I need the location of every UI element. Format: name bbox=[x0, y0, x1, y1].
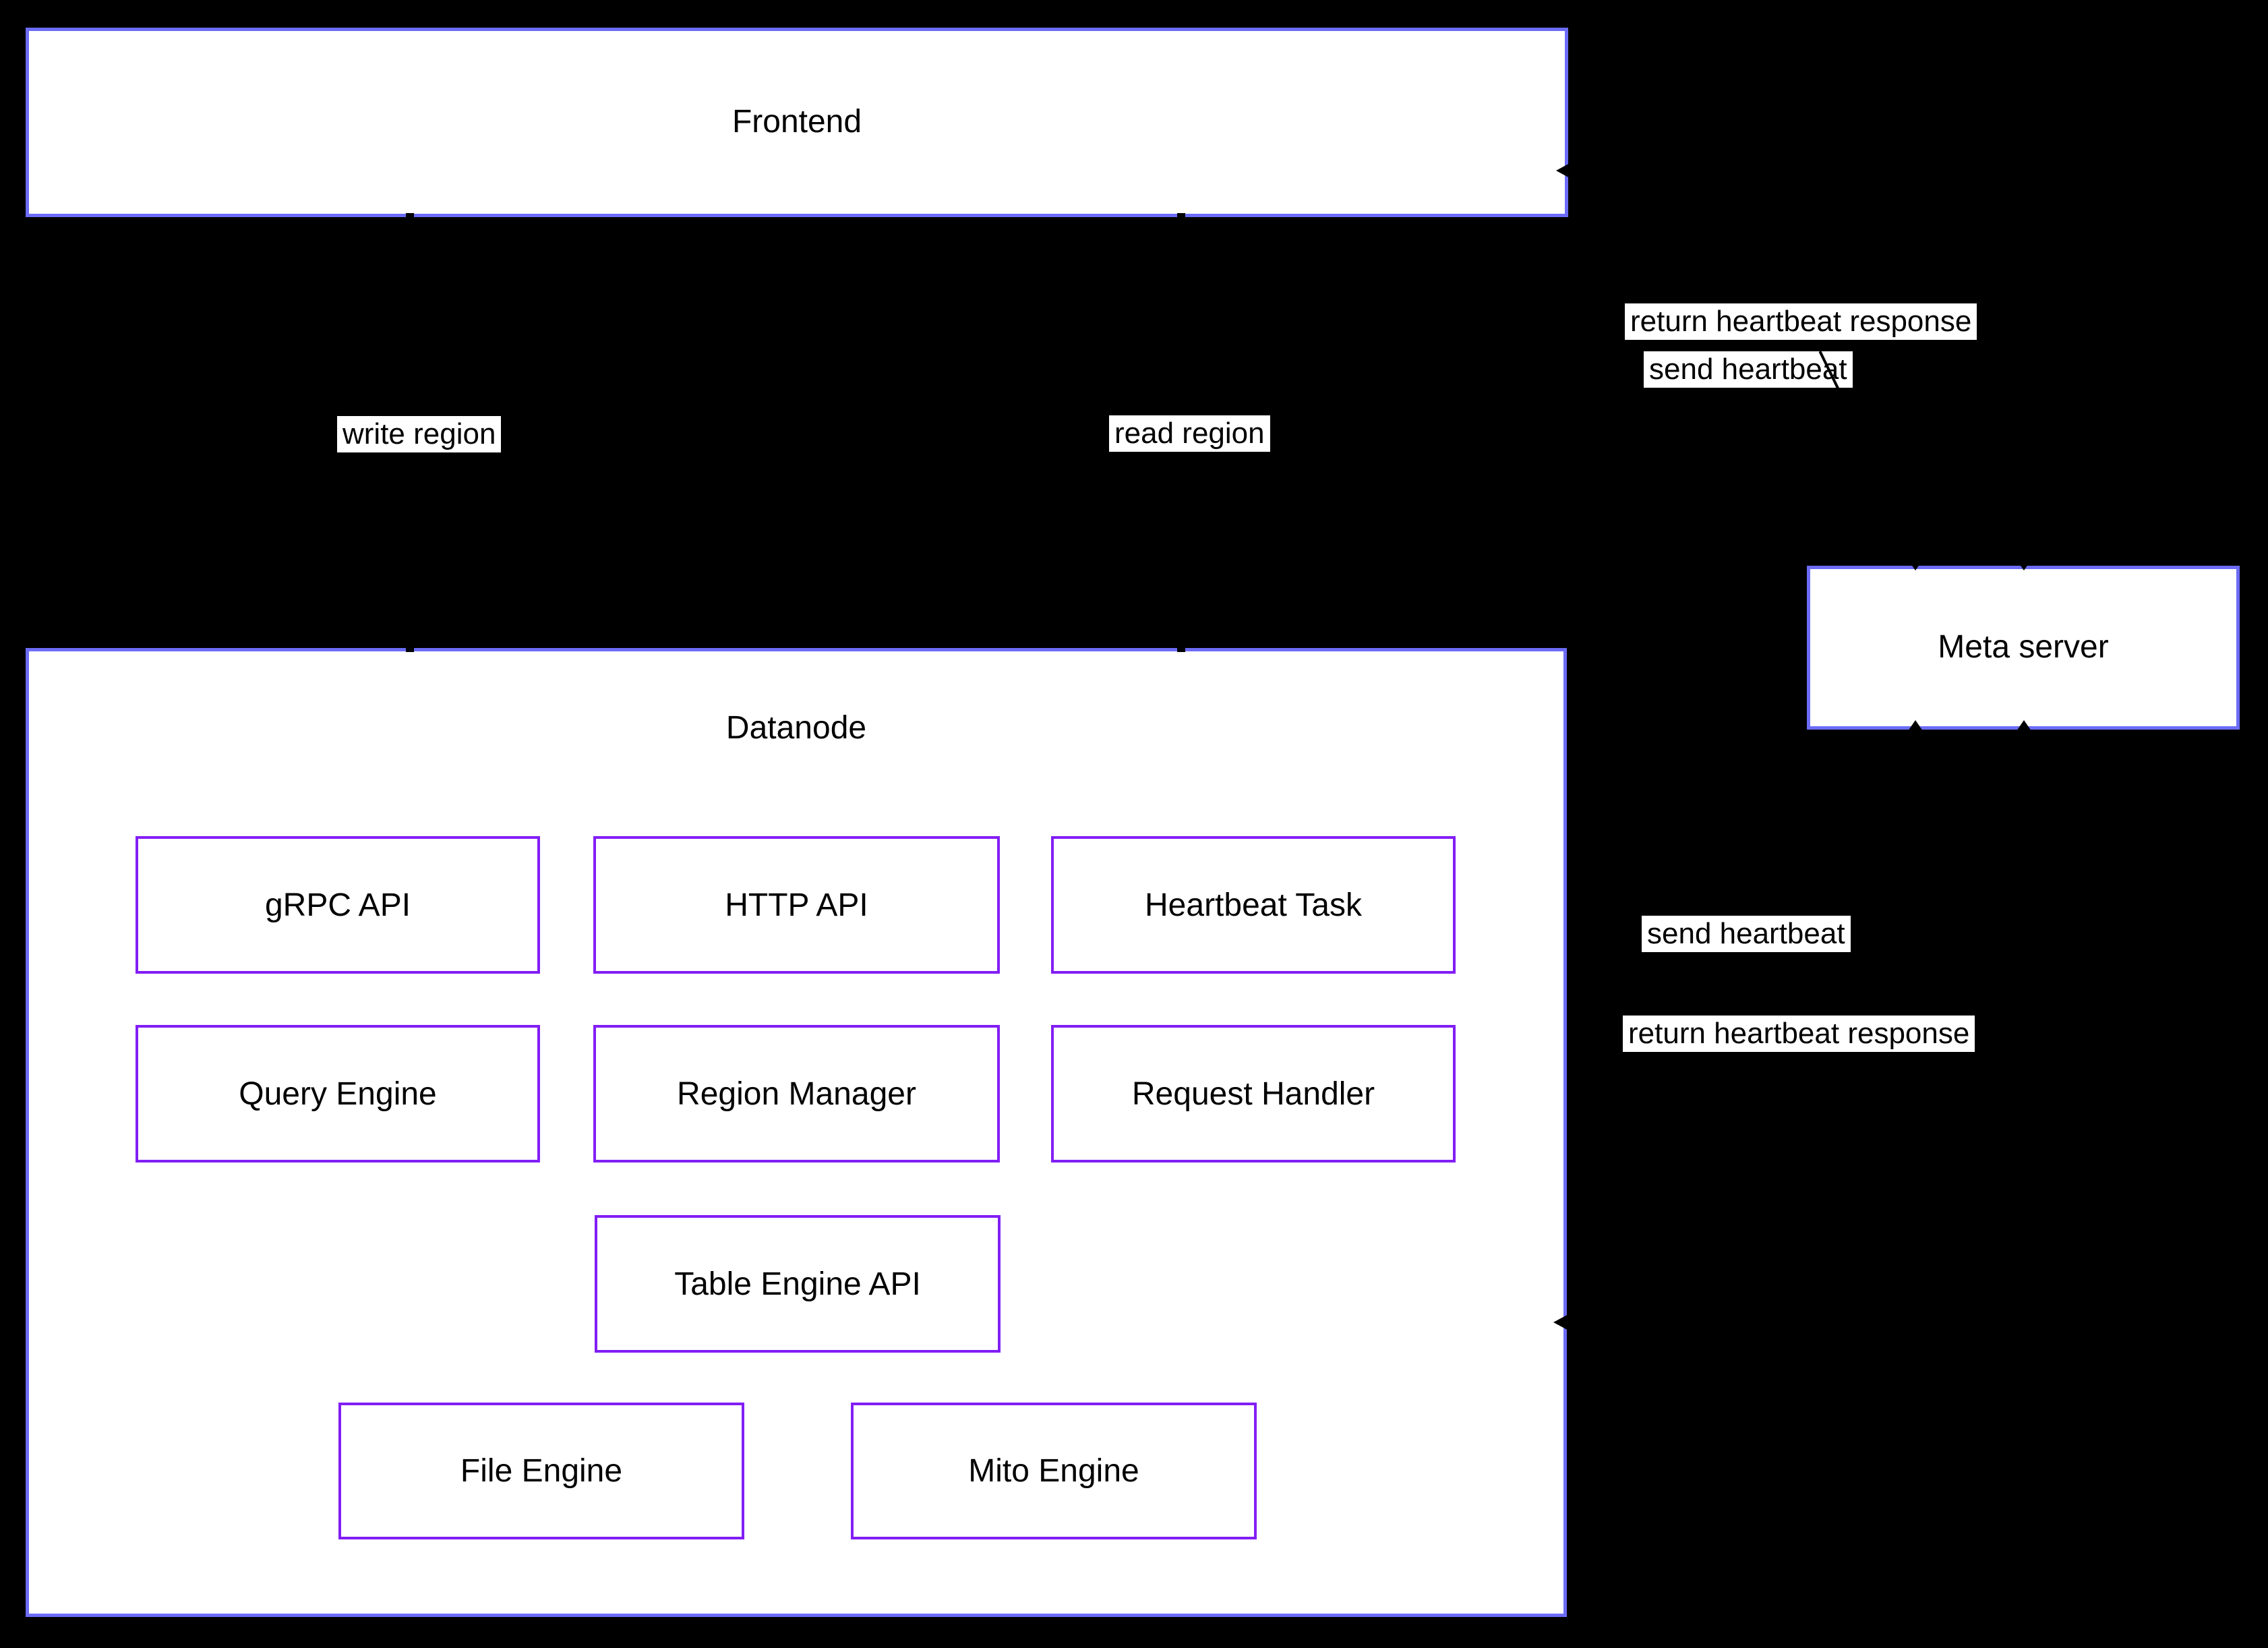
edge-label-return-heartbeat-response-frontend: return heartbeat response bbox=[1625, 303, 1977, 340]
mito-engine-label: Mito Engine bbox=[968, 1453, 1139, 1489]
component-file-engine: File Engine bbox=[338, 1403, 744, 1539]
query-engine-label: Query Engine bbox=[239, 1076, 437, 1112]
table-engine-api-label: Table Engine API bbox=[674, 1266, 921, 1302]
arrowhead-send-heartbeat-meta-bottom-icon bbox=[2017, 720, 2031, 731]
edge-line-stub-write-region-frontend bbox=[406, 213, 414, 220]
component-request-handler: Request Handler bbox=[1051, 1025, 1456, 1163]
component-table-engine-api: Table Engine API bbox=[595, 1215, 1001, 1353]
component-heartbeat-task: Heartbeat Task bbox=[1051, 836, 1456, 974]
node-meta-server: Meta server bbox=[1807, 566, 2240, 730]
arrowhead-send-heartbeat-meta-top-icon bbox=[2017, 560, 2031, 570]
component-mito-engine: Mito Engine bbox=[851, 1403, 1257, 1539]
frontend-label: Frontend bbox=[732, 104, 862, 140]
component-grpc-api: gRPC API bbox=[136, 836, 540, 974]
edge-line-stub-read-region-datanode bbox=[1177, 645, 1185, 652]
arrowhead-meta-bottom-left-icon bbox=[1908, 720, 1923, 731]
request-handler-label: Request Handler bbox=[1131, 1076, 1375, 1112]
heartbeat-task-label: Heartbeat Task bbox=[1145, 887, 1362, 923]
edge-label-return-heartbeat-response-datanode: return heartbeat response bbox=[1623, 1016, 1975, 1052]
edge-line-stub-write-region-datanode bbox=[406, 645, 414, 652]
arrowhead-meta-top-left-icon bbox=[1908, 560, 1923, 570]
datanode-label: Datanode bbox=[725, 710, 867, 746]
arrowhead-return-heartbeat-datanode-icon bbox=[1553, 1312, 1572, 1332]
edge-label-send-heartbeat-datanode: send heartbeat bbox=[1642, 916, 1851, 952]
file-engine-label: File Engine bbox=[460, 1453, 623, 1489]
region-manager-label: Region Manager bbox=[677, 1076, 916, 1112]
edge-label-write-region: write region bbox=[337, 416, 502, 452]
component-http-api: HTTP API bbox=[593, 836, 1000, 974]
edge-label-send-heartbeat-frontend: send heartbeat bbox=[1644, 351, 1853, 388]
node-frontend: Frontend bbox=[26, 28, 1568, 217]
meta-server-label: Meta server bbox=[1938, 629, 2109, 666]
edge-label-read-region: read region bbox=[1109, 415, 1270, 452]
component-query-engine: Query Engine bbox=[136, 1025, 540, 1163]
component-region-manager: Region Manager bbox=[593, 1025, 1000, 1163]
grpc-api-label: gRPC API bbox=[264, 887, 411, 923]
http-api-label: HTTP API bbox=[725, 887, 868, 923]
arrowhead-return-heartbeat-frontend-icon bbox=[1556, 162, 1572, 179]
edge-line-stub-read-region-frontend bbox=[1177, 213, 1185, 220]
